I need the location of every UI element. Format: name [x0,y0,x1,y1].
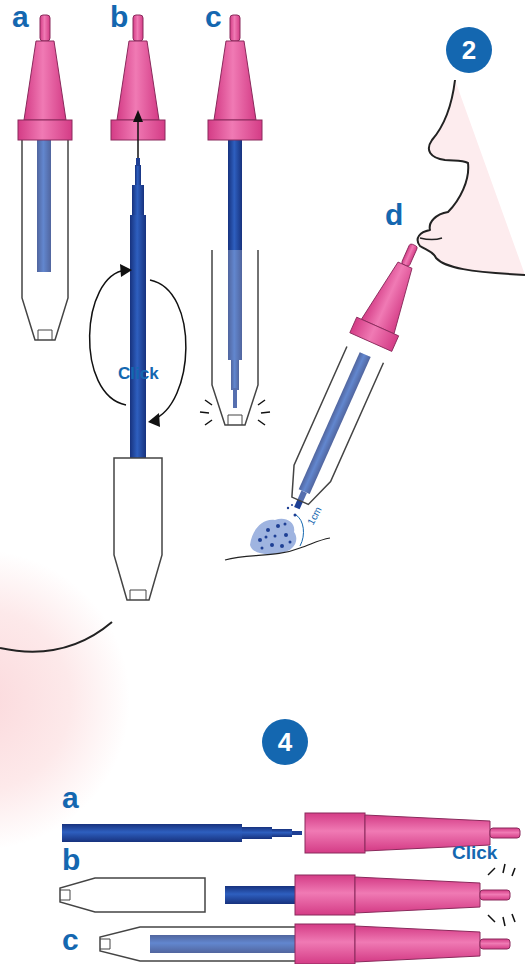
step-letter: b [62,845,80,875]
click-note: Click [118,365,159,382]
step-letter: b [110,2,128,32]
step-number-circle: 4 [262,719,308,765]
step-letter: c [62,925,79,955]
click-note: Click [452,843,497,862]
step-number-circle: 2 [446,27,492,73]
step-letter: a [12,2,29,32]
step-letter: a [62,783,79,813]
step-number: 4 [278,729,292,755]
step-letter: d [385,200,403,230]
dimension-label: 1cm [306,505,324,526]
step-number: 2 [462,37,476,63]
step-letter: c [205,2,222,32]
